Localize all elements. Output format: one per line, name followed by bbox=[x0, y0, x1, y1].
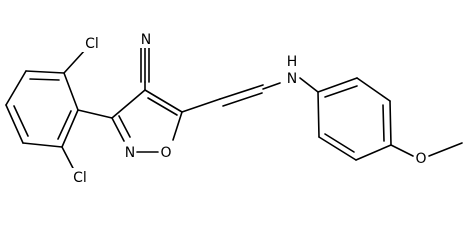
bond-ar6-ar1 bbox=[61, 109, 79, 148]
bond-mp4-mp5 bbox=[355, 144, 392, 161]
bond-mp3-mp4-inner bbox=[382, 104, 385, 142]
bond-mp1-mp2 bbox=[317, 77, 358, 93]
bond-vinyl-double-a bbox=[219, 84, 264, 100]
bond-ar4-ar5-inner bbox=[13, 105, 29, 137]
chemical-structure: N Cl Cl H N N O O bbox=[5, 30, 463, 186]
bond-c5-vinyl bbox=[181, 98, 221, 113]
bond-c3-c4 bbox=[111, 89, 146, 119]
bond-vinyl-double-b bbox=[222, 92, 263, 107]
bond-c4-c5-inner bbox=[147, 97, 178, 116]
bond-mp5-mp6-inner bbox=[324, 133, 355, 153]
bond-mp1-mp2-inner bbox=[324, 85, 358, 98]
atom-nitrile-n: N bbox=[141, 32, 151, 48]
atom-cl-top: Cl bbox=[85, 36, 99, 52]
atom-nh-n: N bbox=[287, 71, 297, 87]
bond-ar2-ar3-inner bbox=[29, 78, 60, 81]
bond-ar2-ar3 bbox=[25, 70, 65, 74]
atom-ring-n: N bbox=[125, 145, 135, 161]
atom-ring-o: O bbox=[160, 145, 171, 161]
bond-c3-aryl bbox=[77, 109, 113, 119]
bond-ar4-ar5 bbox=[5, 104, 24, 144]
bond-o-ch3 bbox=[428, 142, 463, 157]
bond-ar6-ar1-inner bbox=[57, 110, 72, 140]
bonds bbox=[5, 47, 463, 173]
bond-ar3-ar4 bbox=[5, 70, 27, 106]
bond-mp3-mp4 bbox=[389, 100, 392, 146]
bond-mp5-mp6 bbox=[318, 136, 357, 161]
bond-mp6-mp1 bbox=[317, 91, 320, 138]
bond-mp2-mp3 bbox=[356, 77, 391, 102]
bond-mp4-o bbox=[390, 144, 414, 157]
atom-ether-o: O bbox=[415, 151, 426, 167]
atom-labels: N Cl Cl H N N O O bbox=[70, 30, 427, 186]
bond-ar2-cl bbox=[63, 49, 86, 74]
bond-ar5-ar6 bbox=[22, 142, 63, 148]
bond-ar6-cl bbox=[61, 146, 76, 173]
structure-canvas: N Cl Cl H N N O O bbox=[5, 30, 463, 186]
bond-ar1-ar2 bbox=[63, 72, 79, 111]
bond-vinyl-nh bbox=[262, 82, 281, 90]
atom-nh-h: H bbox=[287, 54, 298, 70]
atom-cl-bottom: Cl bbox=[73, 170, 87, 186]
bond-c3-n2-inner bbox=[118, 115, 131, 138]
bond-c5-o1 bbox=[172, 111, 183, 141]
bond-c3-n2 bbox=[111, 117, 125, 142]
bond-nh-aryl bbox=[299, 77, 319, 93]
bond-c4-c5 bbox=[144, 89, 183, 113]
